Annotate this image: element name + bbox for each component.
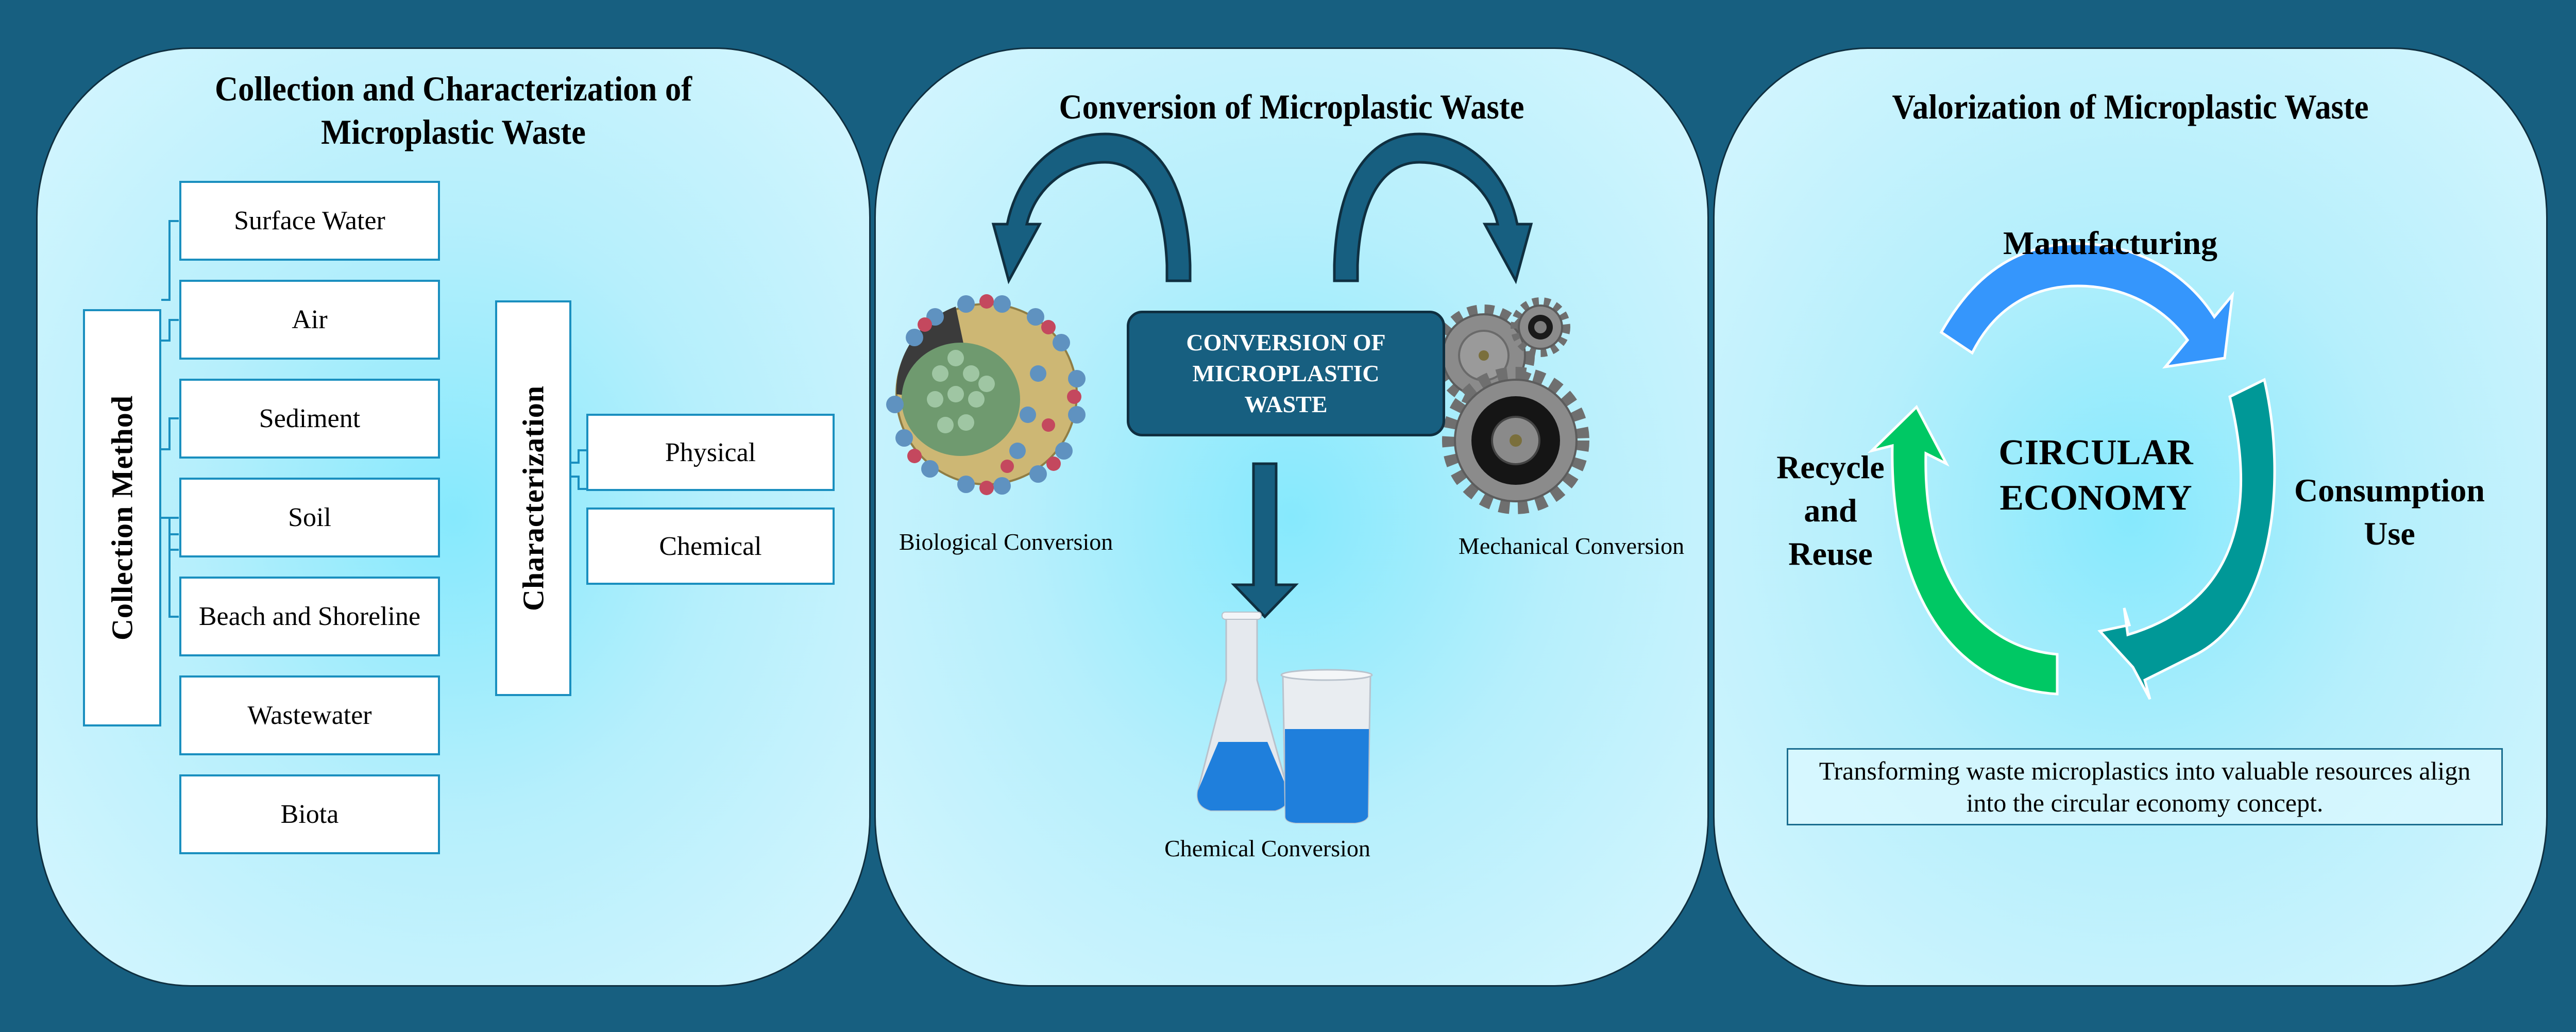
connector <box>571 449 580 464</box>
recycle-reuse-label: Recycle and Reuse <box>1764 446 1897 576</box>
connector <box>168 220 179 222</box>
collection-item-biota: Biota <box>179 774 440 854</box>
characterization-box: Characterization <box>495 300 571 696</box>
chemical-conversion-label: Chemical Conversion <box>1164 835 1370 861</box>
connector <box>168 319 179 321</box>
connector <box>161 220 171 301</box>
collection-item-air: Air <box>179 280 440 360</box>
panel-title: Collection and Characterization of Micro… <box>71 67 836 154</box>
lab-flask-beaker-icon <box>1196 612 1373 824</box>
label-line: Consumption <box>2294 472 2485 509</box>
collection-method-label: Collection Method <box>105 395 139 641</box>
mechanical-conversion-label: Mechanical Conversion <box>1458 533 1685 559</box>
manufacturing-arrow-icon <box>1939 242 2234 369</box>
circular-economy-cycle <box>1867 242 2276 700</box>
panel-title: Valorization of Microplastic Waste <box>1892 87 2369 126</box>
center-box-line: WASTE <box>1244 391 1328 417</box>
curved-arrow-right-icon <box>1333 132 1533 284</box>
label-line: Reuse <box>1788 535 1873 572</box>
label-line: Recycle <box>1776 449 1885 485</box>
conversion-graphics <box>886 132 1589 824</box>
connector <box>168 616 179 618</box>
collection-item-wastewater: Wastewater <box>179 675 440 755</box>
panel-title-line-2: Microplastic Waste <box>321 112 586 151</box>
connector <box>168 549 179 551</box>
label-line: Manufacturing <box>2003 225 2217 261</box>
center-box-line: CONVERSION OF <box>1186 329 1386 356</box>
connector <box>578 449 586 451</box>
valorization-panel: Valorization of Microplastic Waste Manuf… <box>1713 47 2548 987</box>
connector <box>571 476 578 478</box>
connector <box>578 476 588 490</box>
circular-economy-label: CIRCULAR ECONOMY <box>1977 430 2214 521</box>
collection-item-sediment: Sediment <box>179 379 440 459</box>
collection-item-surface-water: Surface Water <box>179 181 440 261</box>
summary-text: Transforming waste microplastics into va… <box>1819 756 2471 817</box>
virus-cell-icon <box>886 294 1086 495</box>
label-line: CIRCULAR <box>1998 433 2193 472</box>
connector <box>168 533 179 535</box>
label-line: Use <box>2364 515 2415 552</box>
panel-title: Conversion of Microplastic Waste <box>1059 87 1524 126</box>
label-line: and <box>1804 492 1857 529</box>
consumption-use-arrow-icon <box>2097 378 2276 700</box>
connector <box>161 319 171 342</box>
collection-item-soil: Soil <box>179 478 440 557</box>
connector <box>168 417 179 419</box>
collection-item-beach-and-shoreline: Beach and Shoreline <box>179 577 440 656</box>
characterization-item-chemical: Chemical <box>586 507 835 585</box>
summary-text-box: Transforming waste microplastics into va… <box>1787 748 2503 825</box>
connector <box>161 417 171 450</box>
recycle-reuse-arrow-icon <box>1867 404 2059 696</box>
center-box-line: MICROPLASTIC <box>1192 360 1380 386</box>
connector <box>168 517 171 617</box>
collection-method-box: Collection Method <box>83 309 161 726</box>
conversion-center-box: CONVERSION OF MICROPLASTIC WASTE <box>1127 311 1445 436</box>
characterization-label: Characterization <box>516 385 550 611</box>
panel-title-line-1: Collection and Characterization of <box>214 69 692 108</box>
characterization-item-physical: Physical <box>586 414 835 491</box>
label-line: ECONOMY <box>1999 478 2192 518</box>
biological-conversion-label: Biological Conversion <box>899 529 1113 555</box>
manufacturing-label: Manufacturing <box>2003 222 2217 265</box>
conversion-panel: Conversion of Microplastic Waste <box>874 47 1709 987</box>
curved-arrow-left-icon <box>991 132 1192 284</box>
consumption-use-label: Consumption Use <box>2281 469 2498 555</box>
collection-characterization-panel: Collection and Characterization of Micro… <box>36 47 871 987</box>
down-arrow-icon <box>1231 462 1299 619</box>
gears-icon <box>1433 297 1589 514</box>
